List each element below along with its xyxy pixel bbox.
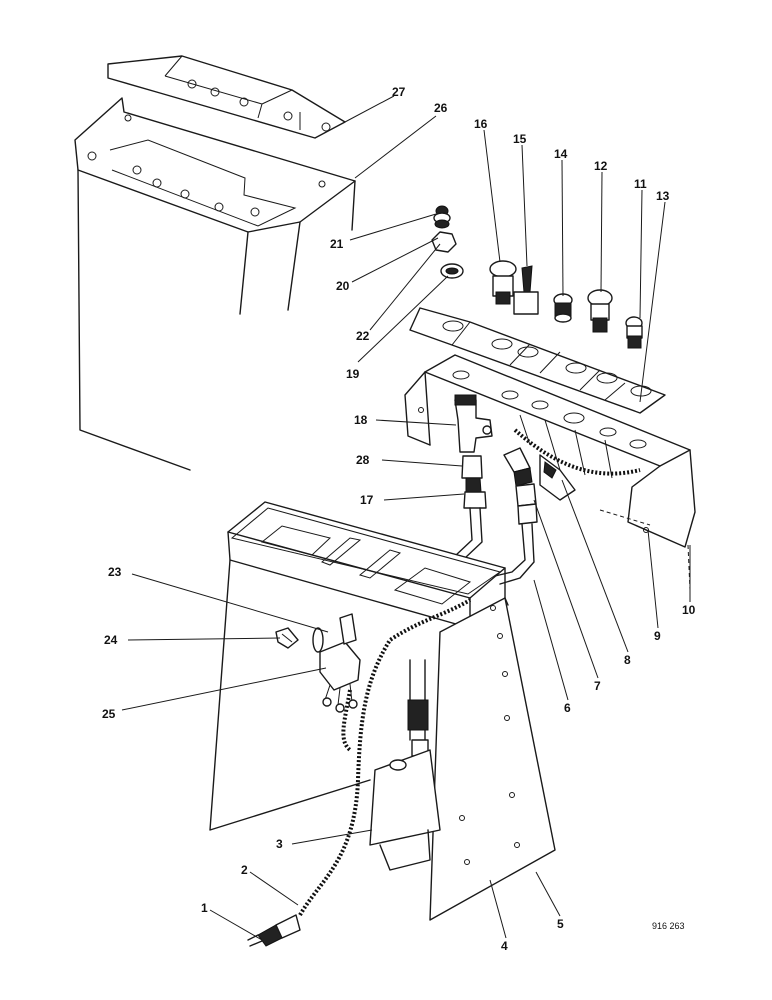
- elbow-fitting: [494, 447, 538, 585]
- switch-bracket: [404, 354, 696, 548]
- pressure-switch: [369, 659, 441, 871]
- callout-3: 3: [276, 837, 283, 851]
- switch-15: [513, 265, 539, 315]
- clip: [275, 627, 299, 649]
- callout-6: 6: [564, 701, 571, 715]
- callout-10: 10: [682, 603, 696, 617]
- callout-9: 9: [654, 629, 661, 643]
- callout-5: 5: [557, 917, 564, 931]
- callout-14: 14: [554, 147, 568, 161]
- switch-12: [587, 289, 613, 333]
- switch-14: [553, 293, 573, 323]
- switch-16: [489, 260, 517, 305]
- callout-18: 18: [354, 413, 368, 427]
- callout-4: 4: [501, 939, 508, 953]
- tee-fitting: [439, 394, 493, 566]
- callout-20: 20: [336, 279, 350, 293]
- relay: [319, 613, 361, 713]
- plug-connector: [247, 914, 301, 947]
- callout-27: 27: [392, 85, 406, 99]
- leader-lines: [121, 95, 691, 941]
- callout-13: 13: [656, 189, 670, 203]
- callout-12: 12: [594, 159, 608, 173]
- callout-28: 28: [356, 453, 370, 467]
- callout-15: 15: [513, 132, 527, 146]
- switch-11: [625, 316, 643, 349]
- callout-11: 11: [634, 177, 647, 191]
- callout-22: 22: [356, 329, 370, 343]
- callout-8: 8: [624, 653, 631, 667]
- callout-labels: 1 2 3 4 5 6 7 8 9 10 11 12 13 14 15 16 1…: [102, 85, 696, 953]
- drawing-reference: 916 263: [652, 921, 685, 931]
- callout-21: 21: [330, 237, 344, 251]
- construction-lines: [599, 509, 691, 591]
- callout-23: 23: [108, 565, 122, 579]
- gauge-fittings: [431, 205, 464, 279]
- callout-16: 16: [474, 117, 488, 131]
- cable-harness: [298, 598, 472, 916]
- callout-7: 7: [594, 679, 601, 693]
- callout-1: 1: [201, 901, 208, 915]
- callout-25: 25: [102, 707, 116, 721]
- label-strip-27: [107, 55, 346, 139]
- callout-19: 19: [346, 367, 360, 381]
- callout-2: 2: [241, 863, 248, 877]
- callout-17: 17: [360, 493, 374, 507]
- front-plate: [429, 597, 556, 921]
- callout-24: 24: [104, 633, 118, 647]
- cover-panel: [74, 97, 356, 471]
- switch-label-plate: [409, 307, 666, 414]
- callout-26: 26: [434, 101, 448, 115]
- console-housing: [209, 501, 506, 831]
